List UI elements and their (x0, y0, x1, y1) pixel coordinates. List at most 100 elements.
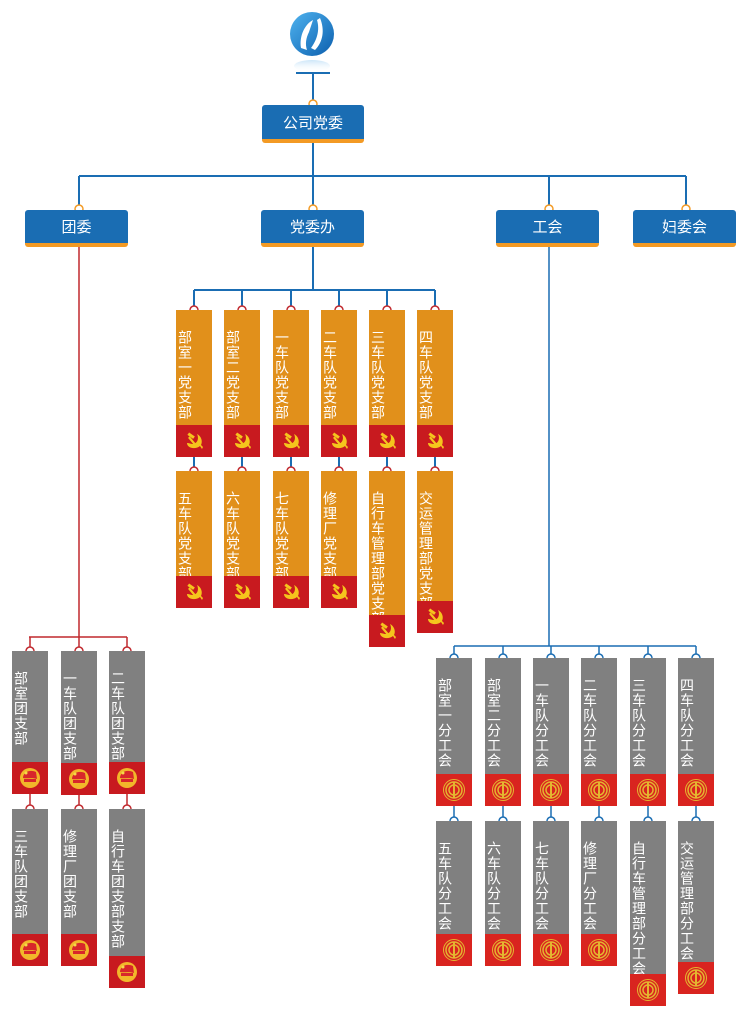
youth-branch-card[interactable]: 一车队团支部 (61, 651, 97, 795)
card-label: 七车队党支部 (273, 491, 289, 581)
hammer-sickle-icon (273, 576, 309, 608)
trade-union-emblem-icon (630, 774, 666, 806)
card-label: 自行车管理部分工会 (630, 841, 646, 976)
trade-union-emblem-icon (581, 934, 617, 966)
union-branch-card[interactable]: 三车队分工会 (630, 658, 666, 806)
card-label: 六车队分工会 (485, 841, 501, 931)
trade-union-emblem-icon (436, 774, 472, 806)
party-branch-card[interactable]: 二车队党支部 (321, 310, 357, 457)
card-label: 部室一党支部 (176, 330, 192, 420)
node-women-committee[interactable]: 妇委会 (633, 210, 736, 247)
youth-league-emblem-icon (12, 762, 48, 794)
node-youth-league-committee[interactable]: 团委 (25, 210, 128, 247)
youth-branch-card[interactable]: 部室团支部 (12, 651, 48, 794)
node-party-office[interactable]: 党委办 (261, 210, 364, 247)
card-label: 三车队团支部 (12, 829, 28, 919)
card-label: 五车队分工会 (436, 841, 452, 931)
trade-union-emblem-icon (581, 774, 617, 806)
party-branch-card[interactable]: 部室一党支部 (176, 310, 212, 457)
card-label: 修理厂分工会 (581, 841, 597, 931)
card-label: 二车队分工会 (581, 678, 597, 768)
party-branch-card[interactable]: 五车队党支部 (176, 471, 212, 608)
card-label: 七车队分工会 (533, 841, 549, 931)
youth-league-emblem-icon (109, 956, 145, 988)
youth-league-emblem-icon (12, 934, 48, 966)
party-branch-card[interactable]: 修理厂党支部 (321, 471, 357, 608)
node-label: 妇委会 (661, 218, 707, 236)
party-branch-card[interactable]: 六车队党支部 (224, 471, 260, 608)
youth-branch-card[interactable]: 修理厂团支部 (61, 809, 97, 966)
union-branch-card[interactable]: 一车队分工会 (533, 658, 569, 806)
union-branch-card[interactable]: 七车队分工会 (533, 821, 569, 966)
union-branch-card[interactable]: 部室二分工会 (485, 658, 521, 806)
union-branch-card[interactable]: 二车队分工会 (581, 658, 617, 806)
hammer-sickle-icon (176, 425, 212, 457)
union-branch-card[interactable]: 修理厂分工会 (581, 821, 617, 966)
root-node-company-party-committee[interactable]: 公司党委 (262, 105, 364, 143)
card-label: 交运管理部分工会 (678, 841, 694, 961)
trade-union-emblem-icon (630, 974, 666, 1006)
union-branch-card[interactable]: 自行车管理部分工会 (630, 821, 666, 1006)
trade-union-emblem-icon (533, 774, 569, 806)
card-label: 四车队分工会 (678, 678, 694, 768)
hammer-sickle-icon (417, 601, 453, 633)
trade-union-emblem-icon (485, 774, 521, 806)
hammer-sickle-icon (369, 615, 405, 647)
hammer-sickle-icon (369, 425, 405, 457)
card-label: 三车队党支部 (369, 330, 385, 420)
hammer-sickle-icon (321, 576, 357, 608)
card-label: 四车队党支部 (417, 330, 433, 420)
trade-union-emblem-icon (678, 962, 714, 994)
trade-union-emblem-icon (533, 934, 569, 966)
union-branch-card[interactable]: 六车队分工会 (485, 821, 521, 966)
hammer-sickle-icon (224, 576, 260, 608)
card-label: 五车队党支部 (176, 491, 192, 581)
card-label: 二车队团支部 (109, 671, 125, 761)
union-branch-card[interactable]: 交运管理部分工会 (678, 821, 714, 994)
party-branch-card[interactable]: 部室二党支部 (224, 310, 260, 457)
party-branch-card[interactable]: 自行车管理部党支部 (369, 471, 405, 647)
root-label: 公司党委 (282, 113, 343, 132)
youth-branch-card[interactable]: 三车队团支部 (12, 809, 48, 966)
card-label: 自行车管理部党支部 (369, 491, 385, 626)
party-branch-card[interactable]: 三车队党支部 (369, 310, 405, 457)
party-branch-card[interactable]: 四车队党支部 (417, 310, 453, 457)
trade-union-emblem-icon (678, 774, 714, 806)
union-branch-card[interactable]: 部室一分工会 (436, 658, 472, 806)
hammer-sickle-icon (273, 425, 309, 457)
youth-branch-card[interactable]: 自行车团支部支部 (109, 809, 145, 988)
hammer-sickle-icon (176, 576, 212, 608)
node-trade-union[interactable]: 工会 (496, 210, 599, 247)
union-branch-card[interactable]: 四车队分工会 (678, 658, 714, 806)
card-label: 一车队党支部 (273, 330, 289, 420)
trade-union-emblem-icon (485, 934, 521, 966)
node-label: 工会 (532, 218, 563, 236)
card-label: 交运管理部党支部 (417, 491, 433, 611)
company-logo-icon (287, 10, 337, 76)
youth-branch-card[interactable]: 二车队团支部 (109, 651, 145, 794)
card-label: 二车队党支部 (321, 330, 337, 420)
trade-union-emblem-icon (436, 934, 472, 966)
hammer-sickle-icon (417, 425, 453, 457)
card-label: 六车队党支部 (224, 491, 240, 581)
youth-league-emblem-icon (109, 762, 145, 794)
youth-league-emblem-icon (61, 934, 97, 966)
card-label: 修理厂党支部 (321, 491, 337, 581)
hammer-sickle-icon (321, 425, 357, 457)
party-branch-card[interactable]: 一车队党支部 (273, 310, 309, 457)
node-label: 团委 (61, 218, 92, 236)
party-branch-card[interactable]: 七车队党支部 (273, 471, 309, 608)
card-label: 三车队分工会 (630, 678, 646, 768)
card-label: 部室二党支部 (224, 330, 240, 420)
card-label: 部室一分工会 (436, 678, 452, 768)
node-label: 党委办 (289, 218, 335, 236)
union-branch-card[interactable]: 五车队分工会 (436, 821, 472, 966)
card-label: 修理厂团支部 (61, 829, 77, 919)
card-label: 部室二分工会 (485, 678, 501, 768)
hammer-sickle-icon (224, 425, 260, 457)
party-branch-card[interactable]: 交运管理部党支部 (417, 471, 453, 633)
youth-league-emblem-icon (61, 763, 97, 795)
card-label: 一车队团支部 (61, 671, 77, 761)
card-label: 部室团支部 (12, 671, 28, 746)
card-label: 自行车团支部支部 (109, 829, 125, 949)
